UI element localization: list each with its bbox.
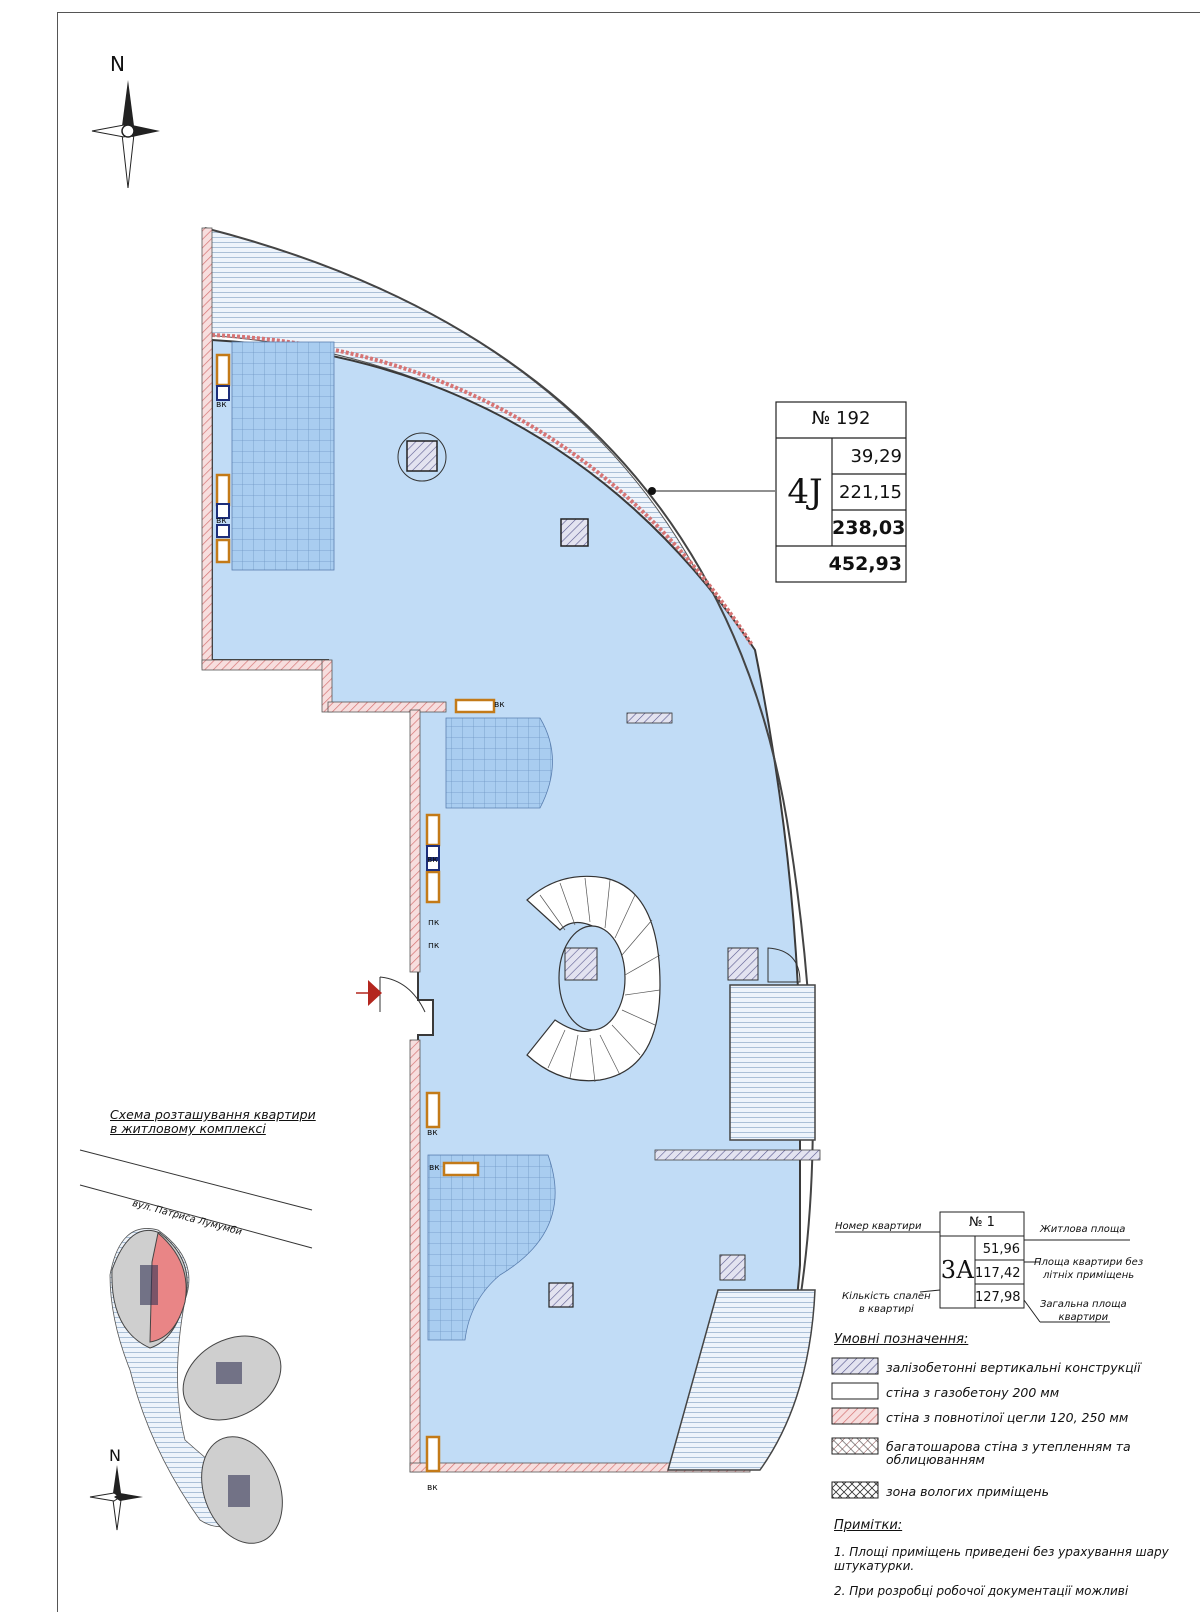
scheme-north-label: N xyxy=(109,1446,121,1465)
note-1: 1. Площі приміщень приведені без урахува… xyxy=(834,1545,1169,1573)
apartment-living-area: 39,29 xyxy=(850,446,902,467)
compass-main-icon xyxy=(91,80,160,189)
legend-item-wet: зона вологих приміщень xyxy=(886,1484,1049,1499)
legend-item-multilayer: багатошарова стіна з утепленням та облиц… xyxy=(886,1439,1131,1467)
legend-item-concrete: залізобетонні вертикальні конструкції xyxy=(886,1360,1141,1375)
vk-mark: вк xyxy=(427,1483,438,1493)
key-total-area: 127,98 xyxy=(975,1290,1021,1305)
key-label-without-summer: Площа квартири без літніх приміщень xyxy=(1034,1257,1144,1281)
vk-mark: вк xyxy=(429,1163,440,1173)
complex-scheme-drawing xyxy=(109,1228,283,1544)
scheme-title: Схема розташування квартири в житловому … xyxy=(110,1107,316,1136)
legend-title: Умовні позначення: xyxy=(834,1332,969,1347)
key-area-without-summer: 117,42 xyxy=(975,1266,1021,1281)
key-label-total: Загальна площа квартири xyxy=(1040,1299,1127,1323)
sheet-frame xyxy=(57,12,1200,1612)
vk-mark: вк xyxy=(216,400,227,410)
apartment-grand-total: 452,93 xyxy=(828,553,902,575)
vk-mark: вк xyxy=(216,516,227,526)
apartment-area-without-summer: 221,15 xyxy=(839,482,902,503)
apartment-total-area: 238,03 xyxy=(832,517,906,539)
legend-item-brick: стіна з повнотілої цегли 120, 250 мм xyxy=(886,1410,1129,1425)
tiled-zone-3 xyxy=(427,1154,556,1341)
pk-mark: пк xyxy=(428,918,440,928)
key-label-number: Номер квартири xyxy=(835,1221,922,1232)
key-number: № 1 xyxy=(969,1215,995,1230)
key-living-area: 51,96 xyxy=(982,1242,1020,1257)
tiled-zone-2 xyxy=(445,717,553,809)
spiral-staircase-icon xyxy=(526,875,661,1083)
notes-title: Примітки: xyxy=(834,1518,903,1533)
tiled-zone-1 xyxy=(231,341,335,571)
apartment-number: № 192 xyxy=(811,408,871,429)
compass-north-label: N xyxy=(110,52,125,76)
pk-mark: пк xyxy=(428,941,440,951)
compass-scheme-icon xyxy=(89,1465,143,1531)
entrance-door-icon xyxy=(379,976,426,1013)
note-2: 2. При розробці робочої документації мож… xyxy=(834,1584,1129,1598)
key-label-living: Житлова площа xyxy=(1040,1224,1126,1235)
apartment-rooms-code: 4J xyxy=(787,472,823,512)
vk-mark: вк xyxy=(427,1128,438,1138)
vk-mark: вк xyxy=(494,700,505,710)
entrance-arrow-icon xyxy=(368,980,382,1006)
key-label-bedrooms: Кількість спален в квартирі xyxy=(842,1291,931,1315)
key-rooms-code: 3А xyxy=(940,1256,975,1284)
legend-item-aerated: стіна з газобетону 200 мм xyxy=(886,1385,1060,1400)
vk-mark: вк xyxy=(427,855,438,865)
